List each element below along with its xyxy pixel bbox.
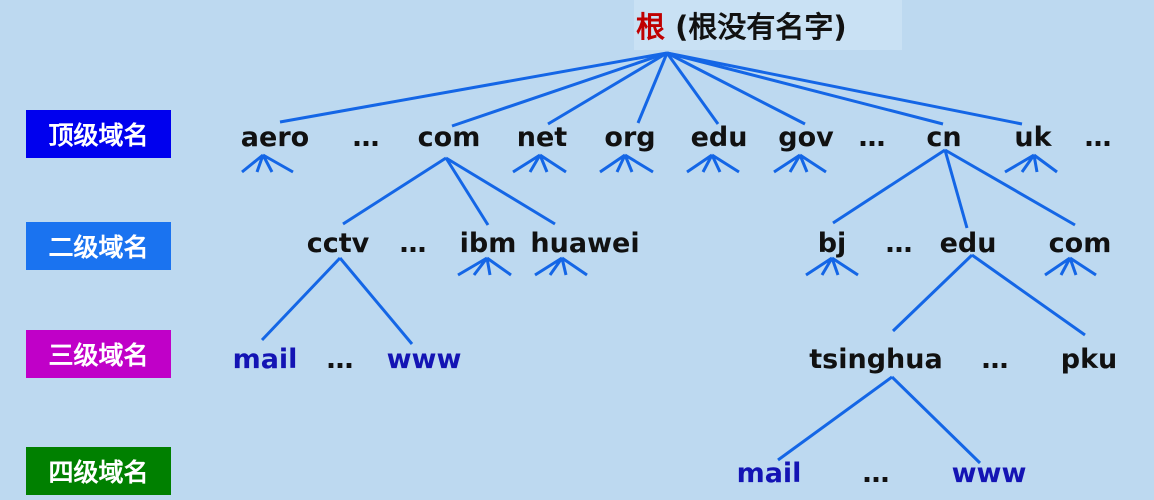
root-label: 根: [636, 10, 666, 44]
node-edu: edu: [690, 122, 748, 153]
node-edu: edu: [939, 228, 997, 259]
node-ibm: ibm: [459, 228, 517, 259]
node-cn: cn: [926, 122, 962, 153]
node-tsinghua: tsinghua: [809, 344, 943, 375]
level-fourth: 四级域名: [26, 447, 171, 495]
node-ellipsis: …: [981, 344, 1009, 375]
node-pku: pku: [1060, 344, 1118, 375]
root-note: (根没有名字): [665, 10, 847, 44]
node-mail: mail: [736, 458, 802, 489]
level-second: 二级域名: [26, 222, 171, 270]
node-cctv: cctv: [306, 228, 370, 259]
node-mail: mail: [232, 344, 298, 375]
level-top: 顶级域名: [26, 110, 171, 158]
node-ellipsis: …: [862, 458, 890, 489]
node-com: com: [417, 122, 481, 153]
node-www: www: [386, 344, 462, 375]
node-ellipsis: …: [326, 344, 354, 375]
node-com: com: [1048, 228, 1112, 259]
node-net: net: [516, 122, 568, 153]
node-uk: uk: [1014, 122, 1052, 153]
root-node: 根 (根没有名字): [636, 4, 847, 46]
node-ellipsis: …: [399, 228, 427, 259]
node-www: www: [951, 458, 1027, 489]
node-ellipsis: …: [1084, 122, 1112, 153]
node-gov: gov: [778, 122, 834, 153]
node-ellipsis: …: [858, 122, 886, 153]
node-org: org: [604, 122, 656, 153]
node-ellipsis: …: [885, 228, 913, 259]
node-ellipsis: …: [352, 122, 380, 153]
node-bj: bj: [817, 228, 847, 259]
node-aero: aero: [240, 122, 310, 153]
level-third: 三级域名: [26, 330, 171, 378]
root-box: [634, 0, 902, 50]
node-huawei: huawei: [530, 228, 640, 259]
